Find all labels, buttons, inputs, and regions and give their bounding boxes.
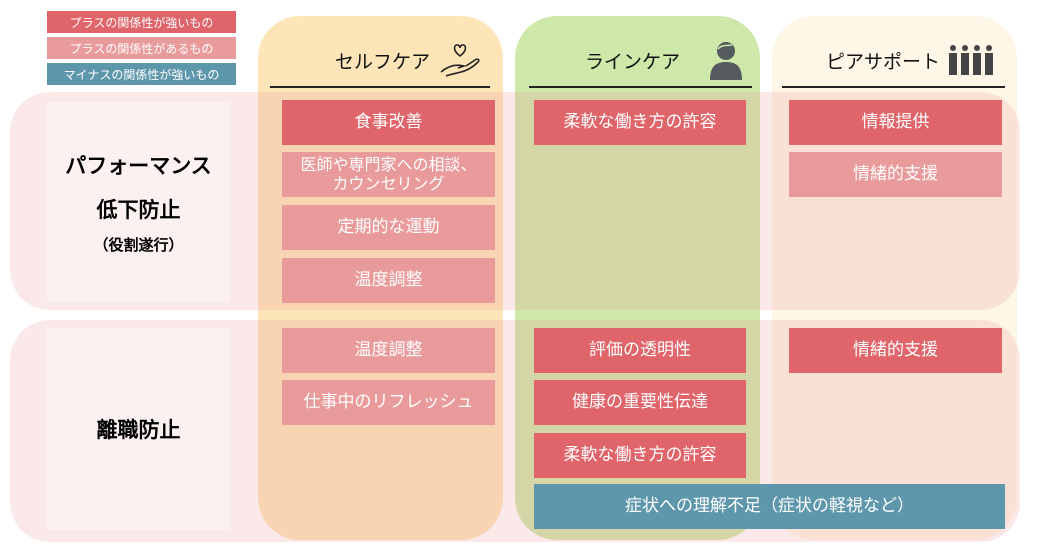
card-emotional-support: 情緒的支援	[789, 152, 1002, 197]
row-label-line2: 低下防止	[96, 197, 181, 222]
row-label-line1: パフォーマンス	[65, 153, 212, 178]
card-lack-of-understanding: 症状への理解不足（症状の軽視など）	[534, 484, 1005, 529]
card-diet: 食事改善	[282, 100, 495, 145]
person-icon	[710, 42, 743, 80]
header-selfcare: セルフケア	[335, 40, 482, 80]
card-temperature: 温度調整	[282, 328, 495, 373]
row-label-turnover: 離職防止	[47, 328, 230, 530]
group-icon	[949, 45, 994, 75]
header-title: セルフケア	[335, 50, 431, 73]
card-emotional-support: 情緒的支援	[789, 328, 1002, 373]
legend-strong-negative: マイナスの関係性が強いもの	[47, 63, 236, 85]
card-consultation: 医師や専門家への相談、 カウンセリング	[282, 152, 495, 197]
card-temperature: 温度調整	[282, 258, 495, 303]
row-label-performance: パフォーマンス 低下防止 （役割遂行）	[47, 102, 230, 302]
card-information: 情報提供	[789, 100, 1002, 145]
legend-strong-positive: プラスの関係性が強いもの	[47, 11, 236, 33]
header-title: ピアサポート	[826, 50, 941, 73]
row-label-text: 離職防止	[96, 418, 181, 442]
header-divider	[782, 86, 1005, 88]
header-divider	[270, 86, 490, 88]
card-evaluation-transparency: 評価の透明性	[534, 328, 746, 373]
card-flexible-work: 柔軟な働き方の許容	[534, 100, 746, 145]
header-title: ラインケア	[585, 50, 681, 73]
header-divider	[529, 86, 752, 88]
heart-hand-icon	[440, 44, 480, 77]
card-flexible-work: 柔軟な働き方の許容	[534, 433, 746, 478]
card-refresh: 仕事中のリフレッシュ	[282, 380, 495, 425]
header-peer-support: ピアサポート	[826, 40, 994, 80]
header-linecare: ラインケア	[585, 40, 744, 80]
card-health-importance: 健康の重要性伝達	[534, 380, 746, 425]
row-label-line3: （役割遂行）	[93, 235, 184, 254]
card-exercise: 定期的な運動	[282, 205, 495, 250]
legend-positive: プラスの関係性があるもの	[47, 37, 236, 59]
